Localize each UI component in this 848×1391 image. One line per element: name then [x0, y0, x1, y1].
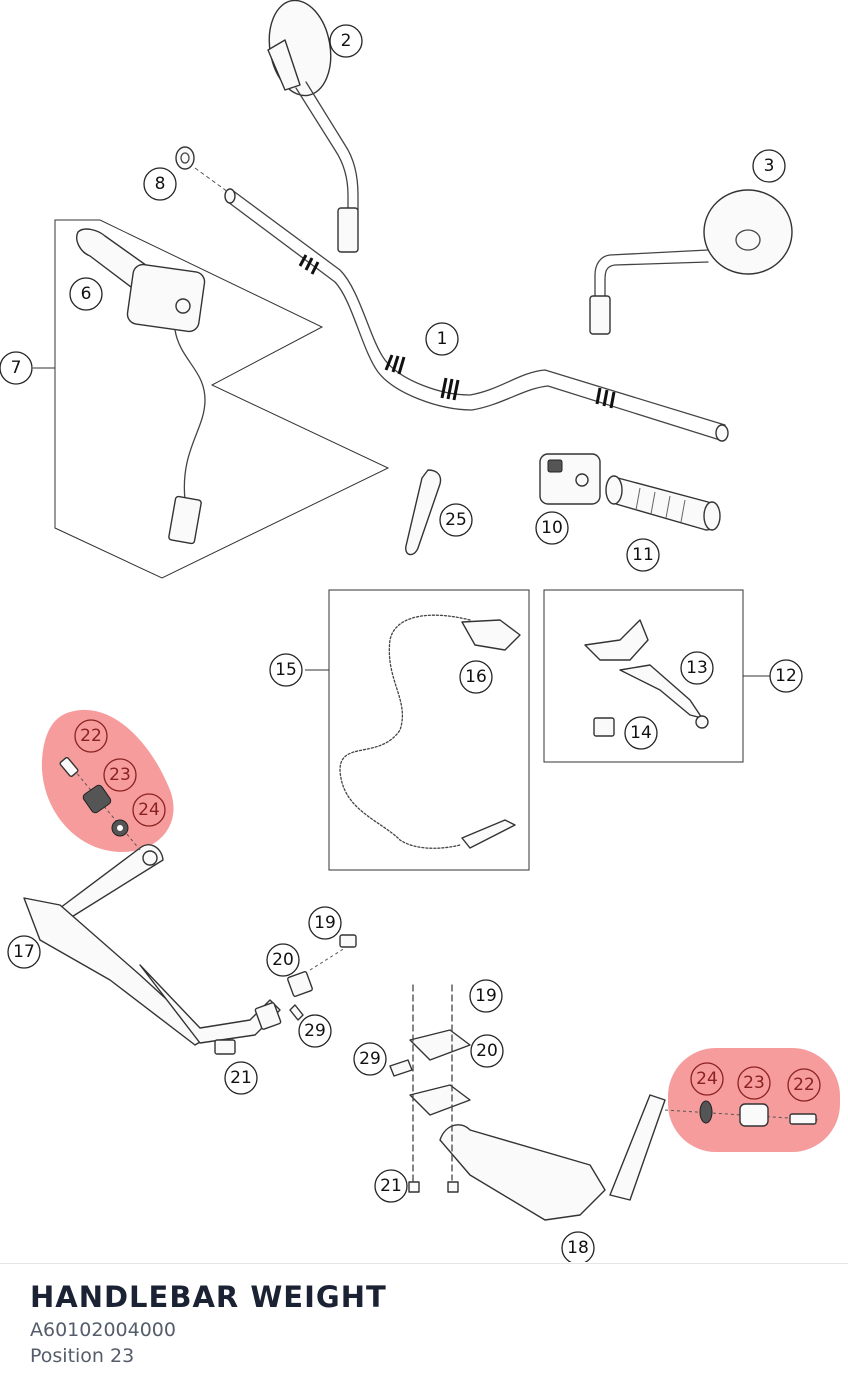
- callout-29-right: 29: [353, 1042, 387, 1076]
- svg-text:11: 11: [632, 545, 654, 565]
- callout-7: 7: [0, 351, 33, 385]
- svg-text:24: 24: [138, 800, 160, 820]
- svg-text:17: 17: [13, 942, 35, 962]
- callout-22-right: 22: [787, 1068, 821, 1102]
- clutch-cable-box: [305, 589, 530, 871]
- handguard-left: [23, 844, 357, 1055]
- left-grip-switch: [76, 228, 206, 545]
- callout-19-right: 19: [469, 979, 503, 1013]
- svg-text:24: 24: [696, 1069, 718, 1089]
- svg-text:23: 23: [109, 765, 131, 785]
- mirror-left: [267, 0, 359, 253]
- right-grip: [605, 475, 721, 531]
- svg-text:22: 22: [793, 1075, 815, 1095]
- svg-text:19: 19: [314, 913, 336, 933]
- callout-2: 2: [329, 24, 363, 58]
- highlight-zone-left: [41, 709, 174, 852]
- svg-text:12: 12: [775, 666, 797, 686]
- callout-15: 15: [269, 653, 303, 687]
- exploded-parts-diagram: 1 2 3 6 7 8 10 11 12 13 14 15 16 17 18 1…: [0, 0, 840, 1262]
- position-label: Position 23: [30, 1345, 135, 1367]
- svg-text:23: 23: [743, 1073, 765, 1093]
- callout-23-right: 23: [737, 1066, 771, 1100]
- mirror-right: [589, 189, 793, 335]
- callout-1: 1: [425, 322, 459, 356]
- callout-8: 8: [143, 167, 177, 201]
- handlebar: [224, 188, 729, 442]
- svg-text:3: 3: [764, 156, 775, 176]
- callout-6: 6: [69, 277, 103, 311]
- svg-text:14: 14: [630, 723, 652, 743]
- callout-24-right: 24: [690, 1062, 724, 1096]
- callout-17: 17: [7, 935, 41, 969]
- svg-text:7: 7: [11, 358, 22, 378]
- svg-text:8: 8: [155, 174, 166, 194]
- svg-text:20: 20: [476, 1041, 498, 1061]
- bar-end-cap: [175, 146, 229, 193]
- callout-10: 10: [535, 511, 569, 545]
- handguard-right: [389, 984, 666, 1221]
- callout-21-right: 21: [374, 1169, 408, 1203]
- svg-text:13: 13: [686, 658, 708, 678]
- svg-text:22: 22: [80, 726, 102, 746]
- svg-text:1: 1: [437, 329, 448, 349]
- svg-text:19: 19: [475, 986, 497, 1006]
- svg-text:21: 21: [380, 1176, 402, 1196]
- right-switch: [539, 453, 601, 505]
- svg-text:20: 20: [272, 950, 294, 970]
- callout-21-left: 21: [224, 1061, 258, 1095]
- callout-20-left: 20: [266, 943, 300, 977]
- clutch-lever-box: [543, 589, 770, 763]
- switch-assembly-frame: [33, 219, 390, 579]
- weight-set-right: [664, 1100, 821, 1127]
- callout-12: 12: [769, 659, 803, 693]
- svg-text:25: 25: [445, 510, 467, 530]
- svg-text:6: 6: [81, 284, 92, 304]
- callout-19-left: 19: [308, 906, 342, 940]
- callout-29-left: 29: [298, 1014, 332, 1048]
- product-title: HANDLEBAR WEIGHT: [30, 1280, 387, 1314]
- product-footer: HANDLEBAR WEIGHT A60102004000 Position 2…: [0, 1263, 848, 1391]
- callout-24-left: 24: [132, 793, 166, 827]
- callout-22-left: 22: [74, 719, 108, 753]
- svg-text:10: 10: [541, 518, 563, 538]
- svg-text:16: 16: [465, 667, 487, 687]
- svg-text:29: 29: [304, 1021, 326, 1041]
- svg-text:15: 15: [275, 660, 297, 680]
- callout-11: 11: [626, 538, 660, 572]
- part-number: A60102004000: [30, 1319, 176, 1341]
- callout-20-right: 20: [470, 1034, 504, 1068]
- highlight-zone-right: [668, 1048, 840, 1152]
- callout-25: 25: [439, 503, 473, 537]
- callout-16: 16: [459, 660, 493, 694]
- callout-23-left: 23: [103, 758, 137, 792]
- callout-18: 18: [561, 1231, 595, 1262]
- callout-3: 3: [752, 149, 786, 183]
- callout-14: 14: [624, 716, 658, 750]
- tool-strap: [405, 469, 442, 556]
- weight-set-left: [59, 757, 141, 851]
- svg-text:29: 29: [359, 1049, 381, 1069]
- svg-text:18: 18: [567, 1238, 589, 1258]
- callout-13: 13: [680, 651, 714, 685]
- svg-text:21: 21: [230, 1068, 252, 1088]
- svg-text:2: 2: [341, 31, 352, 51]
